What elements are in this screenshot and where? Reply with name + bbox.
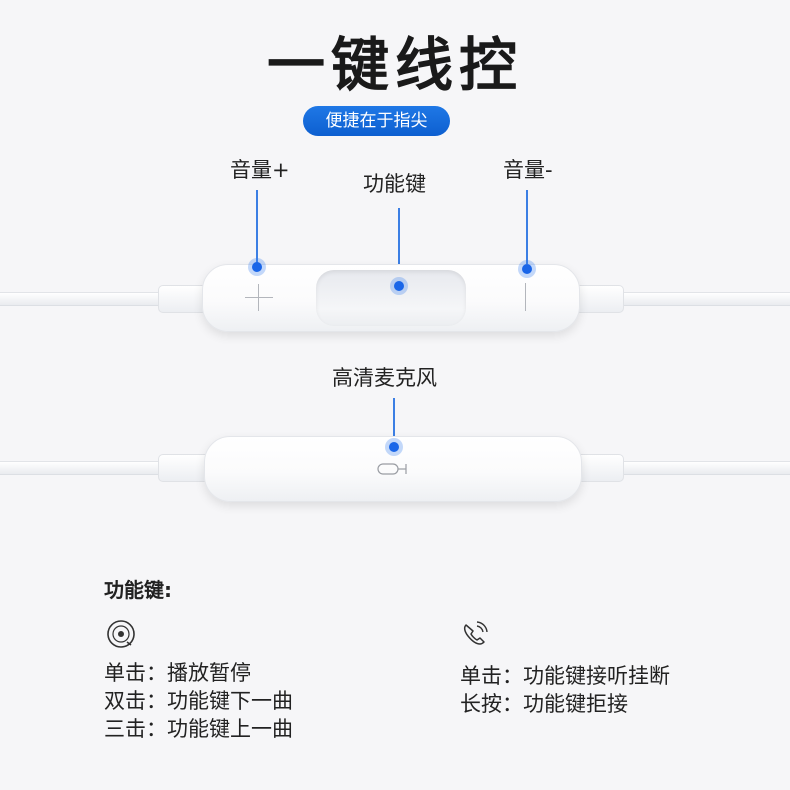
cable-sleeve-left-top: [158, 285, 210, 313]
function-button[interactable]: [316, 270, 466, 326]
mic-dot: [389, 442, 399, 452]
cable-left-top: [0, 292, 170, 306]
music-disc-icon: [107, 620, 135, 648]
plus-icon: [245, 297, 273, 298]
phone-icon: [463, 621, 488, 645]
cable-right-top: [620, 292, 790, 306]
volume-down-dot: [522, 264, 532, 274]
mic-leader: [393, 398, 395, 446]
function-key-dot: [394, 281, 404, 291]
mic-label: 高清麦克风: [332, 366, 437, 390]
minus-icon: [525, 283, 526, 311]
cable-sleeve-right-top: [572, 285, 624, 313]
music-controls-list: 单击：播放暂停 双击：功能键下一曲 三击：功能键上一曲: [104, 659, 293, 743]
volume-down-leader: [526, 190, 528, 266]
function-key-label: 功能键: [363, 172, 426, 196]
microphone-icon: [377, 463, 407, 475]
function-key-leader: [398, 208, 400, 284]
cable-sleeve-left-bottom: [158, 454, 210, 482]
volume-up-label: 音量+: [230, 158, 290, 182]
subtitle-badge: 便捷在于指尖: [303, 106, 450, 136]
call-line-1: 单击：功能键接听挂断: [460, 664, 670, 688]
volume-up-dot: [252, 262, 262, 272]
call-line-2: 长按：功能键拒接: [460, 692, 628, 716]
page-title: 一键线控: [266, 31, 523, 99]
music-line-2: 双击：功能键下一曲: [104, 689, 293, 713]
cable-right-bottom: [620, 461, 790, 475]
volume-down-label: 音量-: [503, 158, 553, 182]
call-controls-list: 单击：功能键接听挂断 长按：功能键拒接: [460, 662, 670, 718]
function-key-heading: 功能键:: [104, 578, 172, 602]
music-line-3: 三击：功能键上一曲: [104, 717, 293, 741]
volume-up-leader: [256, 190, 258, 266]
cable-left-bottom: [0, 461, 170, 475]
music-line-1: 单击：播放暂停: [104, 661, 251, 685]
plus-icon-stem: [258, 284, 259, 311]
